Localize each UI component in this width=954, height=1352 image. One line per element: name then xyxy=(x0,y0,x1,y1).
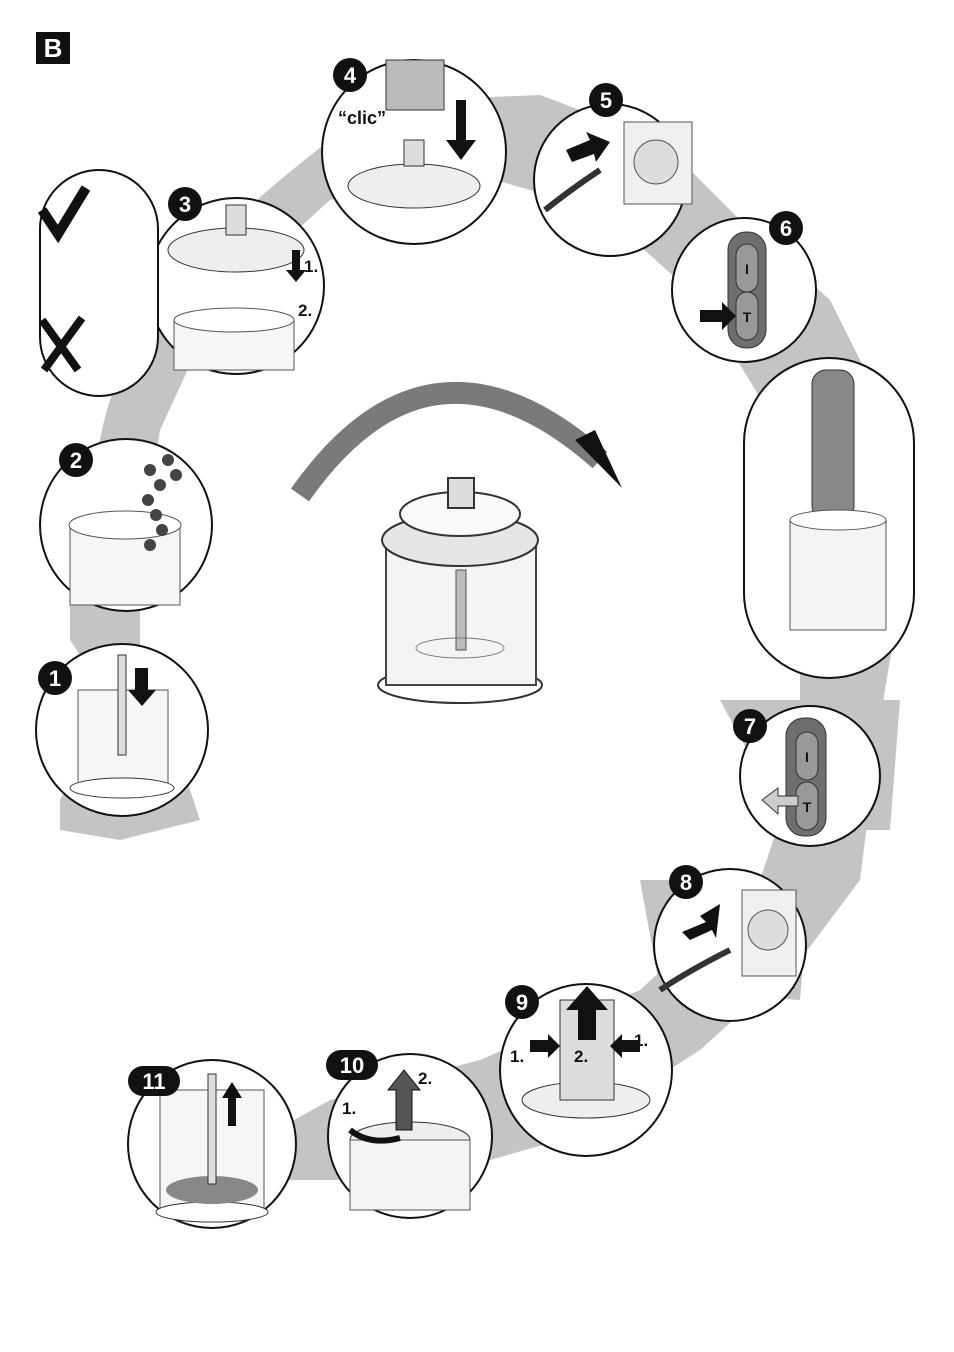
step-3-label-2: 2. xyxy=(298,301,312,320)
svg-text:7: 7 xyxy=(744,714,756,739)
step-number-badge-6: 6 xyxy=(769,211,803,245)
step-5-panel xyxy=(533,103,693,257)
curved-arrow xyxy=(291,381,608,502)
step-9-label-left: 1. xyxy=(510,1047,524,1066)
svg-text:3: 3 xyxy=(179,192,191,217)
step-10-label-2: 2. xyxy=(418,1069,432,1088)
step-3-label-1: 1. xyxy=(304,257,318,276)
svg-text:2: 2 xyxy=(70,448,82,473)
step-number-badge-11: 11 xyxy=(128,1066,180,1096)
svg-text:4: 4 xyxy=(344,63,357,88)
step-number-badge-9: 9 xyxy=(505,985,539,1019)
step-3-panel xyxy=(147,197,325,375)
step-10-label-1: 1. xyxy=(342,1099,356,1118)
step-number-badge-10: 10 xyxy=(326,1050,378,1080)
step-8-panel xyxy=(653,868,807,1022)
svg-text:5: 5 xyxy=(600,88,612,113)
svg-text:10: 10 xyxy=(340,1053,364,1078)
svg-text:8: 8 xyxy=(680,870,692,895)
hand-use-panel xyxy=(743,357,915,679)
curved-arrow-head xyxy=(575,430,622,488)
step-7-panel xyxy=(739,705,881,847)
step-number-badge-3: 3 xyxy=(168,187,202,221)
step-9-label-right: 1. xyxy=(634,1031,648,1050)
step-9-panel xyxy=(499,983,673,1157)
step-number-badge-1: 1 xyxy=(38,661,72,695)
step-2-panel xyxy=(39,438,213,612)
step-1-panel xyxy=(35,643,209,817)
svg-text:1: 1 xyxy=(49,666,61,691)
step-4-panel xyxy=(321,59,507,245)
step-6-panel xyxy=(671,217,817,363)
step-9-label-center: 2. xyxy=(574,1047,588,1066)
step-6-button-symbol-bottom: T xyxy=(743,309,752,325)
center-chopper-bowl xyxy=(377,477,543,704)
step-number-badge-4: 4 xyxy=(333,58,367,92)
step-number-badge-2: 2 xyxy=(59,443,93,477)
svg-text:9: 9 xyxy=(516,990,528,1015)
check-cross-panel xyxy=(37,169,159,397)
step-7-button-symbol-top: I xyxy=(805,749,809,765)
step-11-panel xyxy=(127,1059,297,1229)
step-6-button-symbol-top: I xyxy=(745,261,749,277)
step-10-panel xyxy=(327,1053,493,1219)
step-4-clic-label: “clic” xyxy=(338,108,386,128)
step-7-button-symbol-bottom: T xyxy=(803,799,812,815)
step-number-badge-8: 8 xyxy=(669,865,703,899)
section-label-badge: B xyxy=(36,32,70,64)
svg-text:6: 6 xyxy=(780,216,792,241)
step-number-badge-5: 5 xyxy=(589,83,623,117)
svg-text:11: 11 xyxy=(142,1069,165,1094)
step-number-badge-7: 7 xyxy=(733,709,767,743)
